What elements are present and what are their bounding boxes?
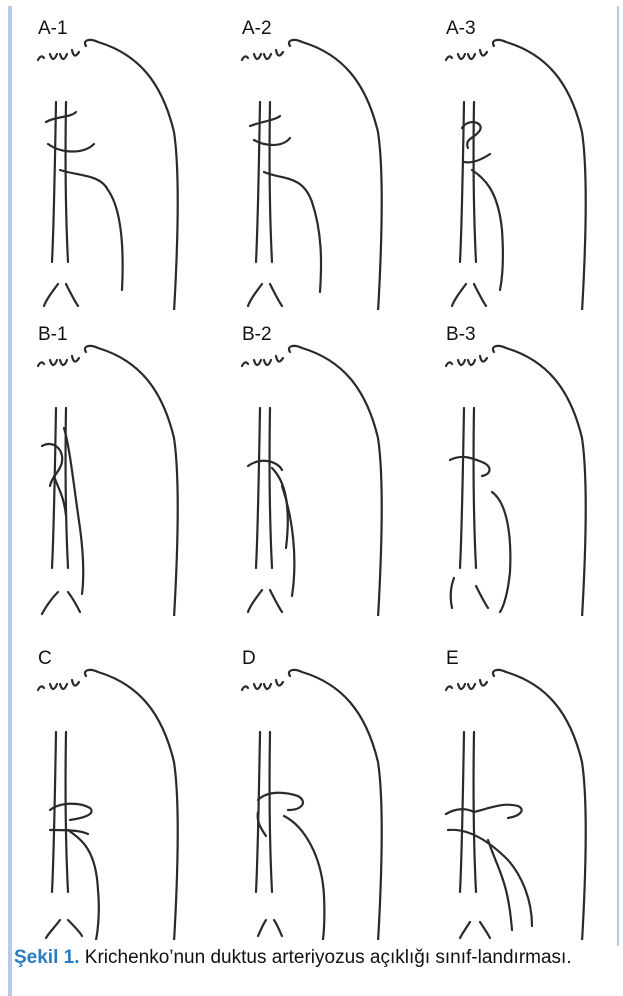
panel-b3: B-3 <box>428 316 623 616</box>
sketch-a2 <box>224 10 420 310</box>
vessel-sketch <box>242 40 382 310</box>
sketch-e <box>428 640 623 940</box>
vessel-sketch <box>446 346 586 616</box>
panel-c: C <box>20 640 216 940</box>
panel-a3: A-3 <box>428 10 623 310</box>
caption-text: Krichenko’nun duktus arteriyozus açıklığ… <box>80 947 572 968</box>
panel-a1: A-1 <box>20 10 216 310</box>
panel-b1: B-1 <box>20 316 216 616</box>
panel-e: E <box>428 640 623 940</box>
vessel-sketch <box>446 670 586 940</box>
vessel-sketch <box>242 670 382 940</box>
vessel-sketch <box>38 670 178 940</box>
sketch-c <box>20 640 216 940</box>
sketch-d <box>224 640 420 940</box>
panel-border <box>8 946 12 996</box>
sketch-b2 <box>224 316 420 616</box>
panel-a2: A-2 <box>224 10 420 310</box>
sketch-a1 <box>20 10 216 310</box>
vessel-sketch <box>38 40 178 310</box>
figure-caption: Şekil 1. Krichenko’nun duktus arteriyozu… <box>14 946 614 970</box>
vessel-sketch <box>242 346 382 616</box>
vessel-sketch <box>38 346 178 616</box>
sketch-a3 <box>428 10 623 310</box>
panel-d: D <box>224 640 420 940</box>
panel-b2: B-2 <box>224 316 420 616</box>
sketch-b3 <box>428 316 623 616</box>
figure-panel: A-1 A-2 A-3 B-1 B-2 B-3 C D <box>8 6 619 946</box>
sketch-b1 <box>20 316 216 616</box>
caption-title: Şekil 1. <box>14 947 80 968</box>
vessel-sketch <box>446 40 586 310</box>
